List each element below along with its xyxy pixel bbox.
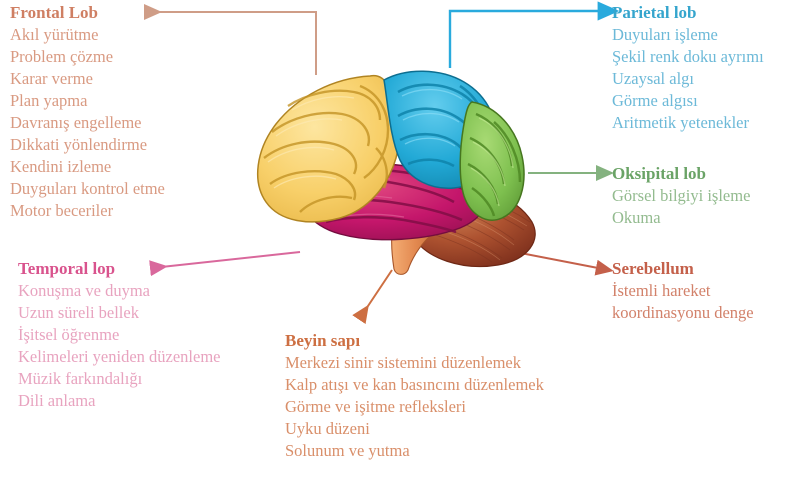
list-item: Akıl yürütme (10, 25, 99, 44)
brainstem-connector (352, 269, 393, 325)
temporal-lobe-label-block: Temporal lop Konuşma ve duyma Uzun sürel… (18, 258, 221, 412)
brainstem-function-list: Merkezi sinir sistemini düzenlemek Kalp … (285, 352, 544, 462)
parietal-lobe-title: Parietal lob (612, 3, 697, 22)
list-item: Müzik farkındalığı (18, 369, 143, 388)
list-item: Plan yapma (10, 91, 88, 110)
brainstem-label-block: Beyin sapı Merkezi sinir sistemini düzen… (285, 330, 544, 462)
frontal-lobe-function-list: Akıl yürütme Problem çözme Karar verme P… (10, 24, 165, 222)
list-item: Kendini izleme (10, 157, 112, 176)
list-item: Kelimeleri yeniden düzenleme (18, 347, 221, 366)
cerebellum-function-list: İstemli hareket koordinasyonu denge (612, 280, 754, 324)
cerebellum-title: Serebellum (612, 259, 694, 278)
list-item: Motor beceriler (10, 201, 114, 220)
list-item: Duyguları kontrol etme (10, 179, 165, 198)
frontal-lobe-region (256, 74, 401, 223)
cerebellum-label-block: Serebellum İstemli hareket koordinasyonu… (612, 258, 754, 324)
list-item: Okuma (612, 208, 661, 227)
list-item: Davranış engelleme (10, 113, 142, 132)
occipital-lobe-title: Oksipital lob (612, 164, 707, 183)
occipital-lobe-function-list: Görsel bilgiyi işleme Okuma (612, 185, 750, 229)
list-item: Uzaysal algı (612, 69, 695, 88)
brain-illustration (256, 70, 536, 275)
brainstem-title: Beyin sapı (285, 331, 361, 350)
temporal-lobe-title: Temporal lop (18, 259, 116, 278)
list-item: Konuşma ve duyma (18, 281, 150, 300)
occipital-lobe-region (459, 101, 525, 221)
list-item: Merkezi sinir sistemini düzenlemek (285, 353, 521, 372)
list-item: Dikkati yönlendirme (10, 135, 148, 154)
list-item: Duyuları işleme (612, 25, 718, 44)
occipital-lobe-label-block: Oksipital lob Görsel bilgiyi işleme Okum… (612, 163, 750, 229)
list-item: koordinasyonu denge (612, 303, 754, 322)
list-item: Solunum ve yutma (285, 441, 410, 460)
temporal-lobe-function-list: Konuşma ve duyma Uzun süreli bellek İşit… (18, 280, 221, 412)
parietal-connector (448, 1, 620, 68)
frontal-lobe-title: Frontal Lob (10, 3, 99, 22)
parietal-lobe-label-block: Parietal lob Duyuları işleme Şekil renk … (612, 2, 764, 134)
parietal-lobe-function-list: Duyuları işleme Şekil renk doku ayrımı U… (612, 24, 764, 134)
list-item: Görsel bilgiyi işleme (612, 186, 751, 205)
list-item: Şekil renk doku ayrımı (612, 47, 764, 66)
list-item: İstemli hareket (612, 281, 711, 300)
list-item: Problem çözme (10, 47, 114, 66)
list-item: Görme algısı (612, 91, 698, 110)
list-item: Uzun süreli bellek (18, 303, 139, 322)
list-item: Karar verme (10, 69, 93, 88)
list-item: Dili anlama (18, 391, 96, 410)
list-item: İşitsel öğrenme (18, 325, 120, 344)
list-item: Uyku düzeni (285, 419, 370, 438)
list-item: Aritmetik yetenekler (612, 113, 749, 132)
frontal-lobe-label-block: Frontal Lob Akıl yürütme Problem çözme K… (10, 2, 165, 222)
list-item: Görme ve işitme refleksleri (285, 397, 466, 416)
list-item: Kalp atışı ve kan basıncını düzenlemek (285, 375, 544, 394)
